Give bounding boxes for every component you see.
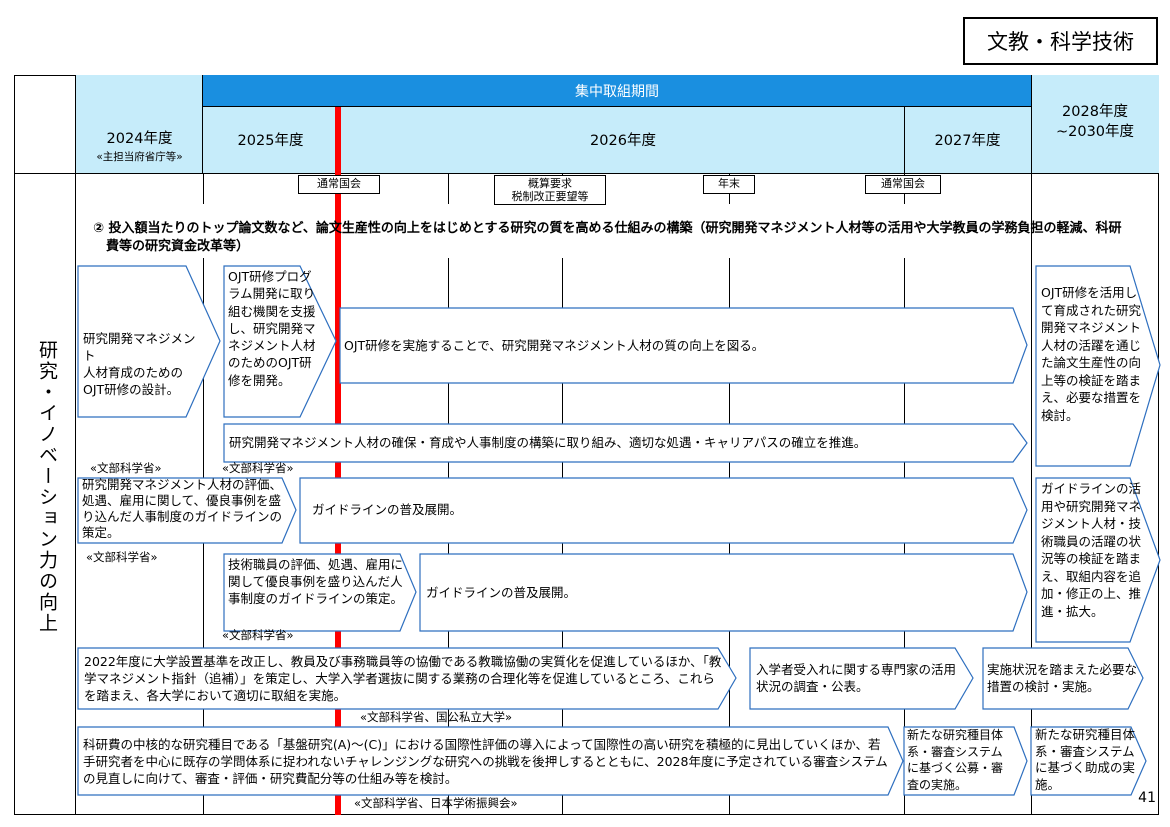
item-a4-text: OJT研修を活用して育成された研究開発マネジメント人材の活躍を通じた論文生産性の… [1041,285,1142,423]
item-e2-text: 入学者受入れに関する専門家の活用状況の調査・公表。 [756,662,957,694]
item-a1-text: 研究開発マネジメント 人材育成のための OJT研修の設計。 [83,331,196,397]
item-e3-text: 実施状況を踏まえた必要な措置の検討・実施。 [987,662,1138,694]
header-fy2027: 2027年度 [934,132,1001,149]
current-time-marker [335,107,341,815]
header-blank-cell [14,75,76,174]
section-title: ② 投入額当たりのトップ論文数など、論文生産性の向上をはじめとする研究の質を高め… [93,221,1122,254]
item-f3-text: 新たな研究種目体系・審査システムに基づく助成の実施。 [1035,727,1136,792]
item-a3-text: OJT研修を実施することで、研究開発マネジメント人材の質の向上を図る。 [344,338,765,353]
item-c1-text: 研究開発マネジメント人材の評価、処遇、雇用に関して、優良事例を盛り込んだ人事制度… [82,477,283,540]
item-f1-ministry: «文部科学省、日本学術振興会» [354,796,518,810]
header-fy2028: 2028年度 ~2030年度 [1055,104,1135,140]
header-fy2024: 2024年度 [106,130,173,147]
item-f2-text: 新たな研究種目体系・審査システムに基づく公募・審査の実施。 [907,728,1004,792]
milestone-year-end: 年末 [703,175,755,194]
header-divider-2027 [904,107,905,174]
item-c3-text: ガイドラインの活用や研究開発マネジメント人材・技術職員の活躍の状況等の検証を踏ま… [1041,481,1142,619]
milestone-ordinary-diet-2: 通常国会 [865,175,941,194]
item-d1-ministry: «文部科学省» [222,628,294,642]
header-fy2024-cell [76,75,203,174]
header-fy2028-cell [1031,75,1159,174]
timeline-line [448,174,449,204]
header-years-band [203,107,1031,174]
item-a2-ministry: «文部科学省» [222,461,294,475]
header-fy2025: 2025年度 [237,132,304,149]
header-fy2024-note: «主担当府省庁等» [96,150,183,163]
item-d2-text: ガイドラインの普及展開。 [426,585,577,600]
timeline-line [1031,174,1032,815]
row-label: 研究・イノベーション力の向上 [36,340,58,634]
item-a2-text: OJT研修プログラム開発に取り組む機関を支援し、研究開発マネジメント人材のための… [228,269,316,388]
item-d1-text: 技術職員の評価、処遇、雇用に関して優良事例を盛り込んだ人事制度のガイドラインの策… [228,557,404,606]
page-number: 41 [1138,790,1156,806]
item-e1-ministry: «文部科学省、国公私立大学» [360,710,513,724]
row-label-column [14,174,76,815]
item-c1-ministry: «文部科学省» [86,550,158,564]
milestone-ordinary-diet-1: 通常国会 [298,175,380,194]
milestone-budget-request: 概算要求 税制改正要望等 [494,175,606,205]
item-c2-text: ガイドラインの普及展開。 [312,502,463,517]
item-a1-ministry: «文部科学省» [90,461,162,475]
item-e1-text: 2022年度に大学設置基準を改正し、教員及び事務職員等の協働である教職協働の実質… [84,654,722,703]
timeline-line [203,174,204,204]
header-fy2026: 2026年度 [590,132,656,149]
item-f1-text: 科研費の中核的な研究種目である「基盤研究(A)～(C)」における国際性評価の導入… [83,737,888,786]
header-focus-period: 集中取組期間 [203,75,1031,107]
item-b1-text: 研究開発マネジメント人材の確保・育成や人事制度の構築に取り組み、適切な処遇・キャ… [229,435,867,450]
category-label: 文教・科学技術 [963,17,1158,65]
